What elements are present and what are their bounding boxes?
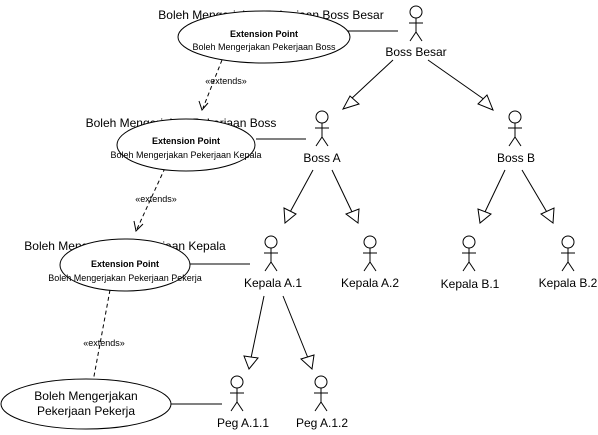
extends-label: «extends»: [205, 76, 247, 86]
actor-label: Boss A: [303, 151, 340, 165]
use-case-ellipse: [59, 238, 191, 292]
stick-figure-icon: [314, 375, 328, 412]
stick-figure-icon: [315, 110, 329, 147]
use-case-boss-besar: Boleh Mengerjakan Pekerjaan Boss Besar E…: [158, 8, 384, 64]
stick-figure-icon: [508, 110, 522, 147]
stick-figure-icon: [363, 235, 377, 272]
actor-label: Kepala A.1: [244, 276, 302, 290]
actor-kepala-a1: Kepala A.1: [244, 235, 302, 290]
use-case-kepala: Boleh Mengerjakan Pekerjaan Kepala Exten…: [24, 238, 226, 292]
stick-figure-icon: [230, 375, 244, 412]
use-case-title-line2: Pekerjaan Pekerja: [37, 404, 135, 418]
generalization-arrowhead: [243, 355, 259, 370]
extension-point-label: Extension Point: [230, 29, 298, 39]
extends-arrowhead: [133, 220, 144, 233]
generalization-arrowhead: [283, 207, 297, 225]
extension-point-label: Extension Point: [91, 259, 159, 269]
extends-arrowhead: [198, 100, 209, 111]
actor-kepala-a2: Kepala A.2: [341, 235, 399, 290]
generalization-line: [288, 169, 314, 215]
extension-point-text: Boleh Mengerjakan Pekerjaan Pekerja: [48, 273, 202, 283]
actor-label: Boss Besar: [385, 45, 446, 59]
generalization-line: [427, 59, 486, 101]
generalization-arrowhead: [540, 207, 555, 224]
generalization-arrowhead: [341, 95, 360, 110]
extension-point-text: Boleh Mengerjakan Pekerjaan Boss: [192, 42, 336, 52]
actor-kepala-b2: Kepala B.2: [539, 235, 598, 290]
generalization-line: [250, 295, 265, 359]
extends-label: «extends»: [135, 194, 177, 204]
extension-point-label: Extension Point: [152, 136, 220, 146]
stick-figure-icon: [462, 235, 476, 272]
generalization-line: [282, 295, 309, 359]
stick-figure-icon: [409, 5, 423, 42]
generalization-line: [521, 169, 549, 215]
actor-kepala-b1: Kepala B.1: [441, 235, 500, 291]
extends-arrow-line: [91, 289, 111, 388]
actor-label: Peg A.1.1: [217, 416, 269, 430]
actor-label: Kepala B.2: [539, 276, 598, 290]
generalization-line: [349, 59, 394, 101]
generalization-arrowhead: [344, 208, 360, 224]
actor-label: Kepala A.2: [341, 276, 399, 290]
actor-boss-a: Boss A: [303, 110, 341, 165]
stick-figure-icon: [264, 235, 278, 272]
actor-label: Peg A.1.2: [296, 416, 348, 430]
generalization-arrowhead: [300, 354, 315, 371]
actor-peg-a12: Peg A.1.2: [296, 375, 348, 430]
generalization-arrowhead: [477, 94, 494, 111]
stick-figure-icon: [561, 235, 575, 272]
actor-peg-a11: Peg A.1.1: [217, 375, 269, 430]
actor-boss-b: Boss B: [497, 110, 535, 165]
extends-label: «extends»: [83, 338, 125, 348]
generalization-arrowhead: [477, 208, 492, 224]
use-case-ellipse: [177, 10, 351, 64]
generalization-line: [331, 169, 354, 215]
generalization-line: [483, 169, 506, 215]
actor-boss-besar: Boss Besar: [385, 5, 447, 59]
actor-label: Boss B: [497, 151, 535, 165]
use-case-ellipse: [0, 378, 172, 430]
use-case-title-line1: Boleh Mengerjakan: [34, 389, 137, 403]
extension-point-text: Boleh Mengerjakan Pekerjaan Kepala: [110, 150, 261, 160]
extends-arrow-line: [202, 59, 223, 109]
use-case-pekerja: Boleh Mengerjakan Pekerjaan Pekerja: [0, 378, 172, 430]
use-case-ellipse: [116, 118, 256, 172]
actor-label: Kepala B.1: [441, 277, 500, 291]
use-case-boss: Boleh Mengerjakan Pekerjaan Boss Extensi…: [86, 116, 276, 172]
